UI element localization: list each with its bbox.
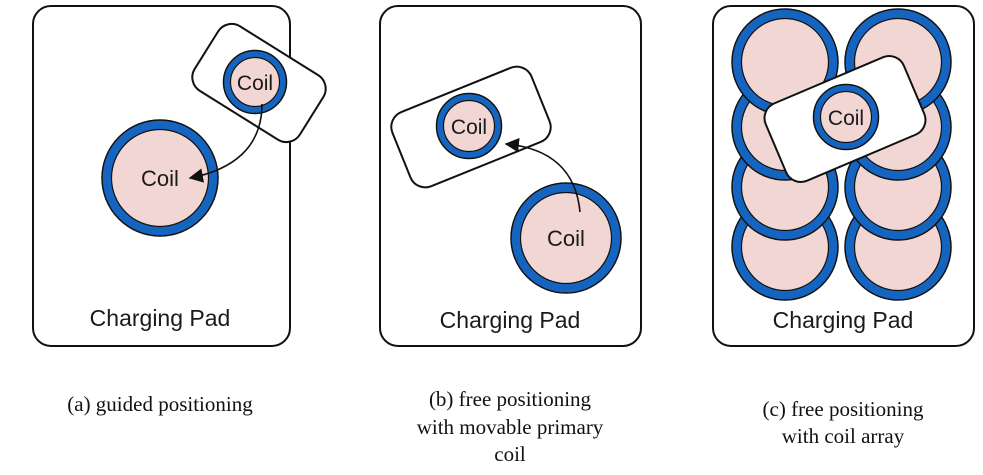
coil-label: Coil: [237, 72, 273, 95]
caption-a-line-1: (a) guided positioning: [67, 392, 253, 416]
caption-c-line-2: with coil array: [782, 424, 905, 448]
secondary-coil-c: Coil: [812, 83, 880, 151]
pad-label: Charging Pad: [90, 305, 231, 331]
coil-label: Coil: [547, 226, 585, 251]
positioning-arrow-a: [188, 103, 263, 183]
positioning-arrow-b: [504, 138, 581, 213]
caption-b-line-3: coil: [494, 442, 526, 466]
primary-coil-b: Coil: [510, 182, 622, 294]
caption-b-line-1: (b) free positioning: [429, 387, 592, 411]
coil-label: Coil: [141, 166, 179, 191]
panel-b: Coil Coil Charging Pad: [379, 5, 642, 347]
secondary-coil-b: Coil: [435, 92, 503, 160]
panel-a: Coil Coil Charging Pad: [32, 5, 327, 347]
coil-label: Coil: [451, 116, 487, 139]
primary-coil-a: Coil: [101, 119, 219, 237]
coil-label: Coil: [828, 107, 864, 130]
caption-c-line-1: (c) free positioning: [763, 397, 924, 421]
secondary-coil-a: Coil: [222, 49, 288, 115]
pad-label: Charging Pad: [440, 307, 581, 333]
caption-b-line-2: with movable primary: [417, 415, 604, 439]
pad-label: Charging Pad: [773, 307, 914, 333]
panel-c: Coil Charging Pad: [712, 5, 975, 347]
